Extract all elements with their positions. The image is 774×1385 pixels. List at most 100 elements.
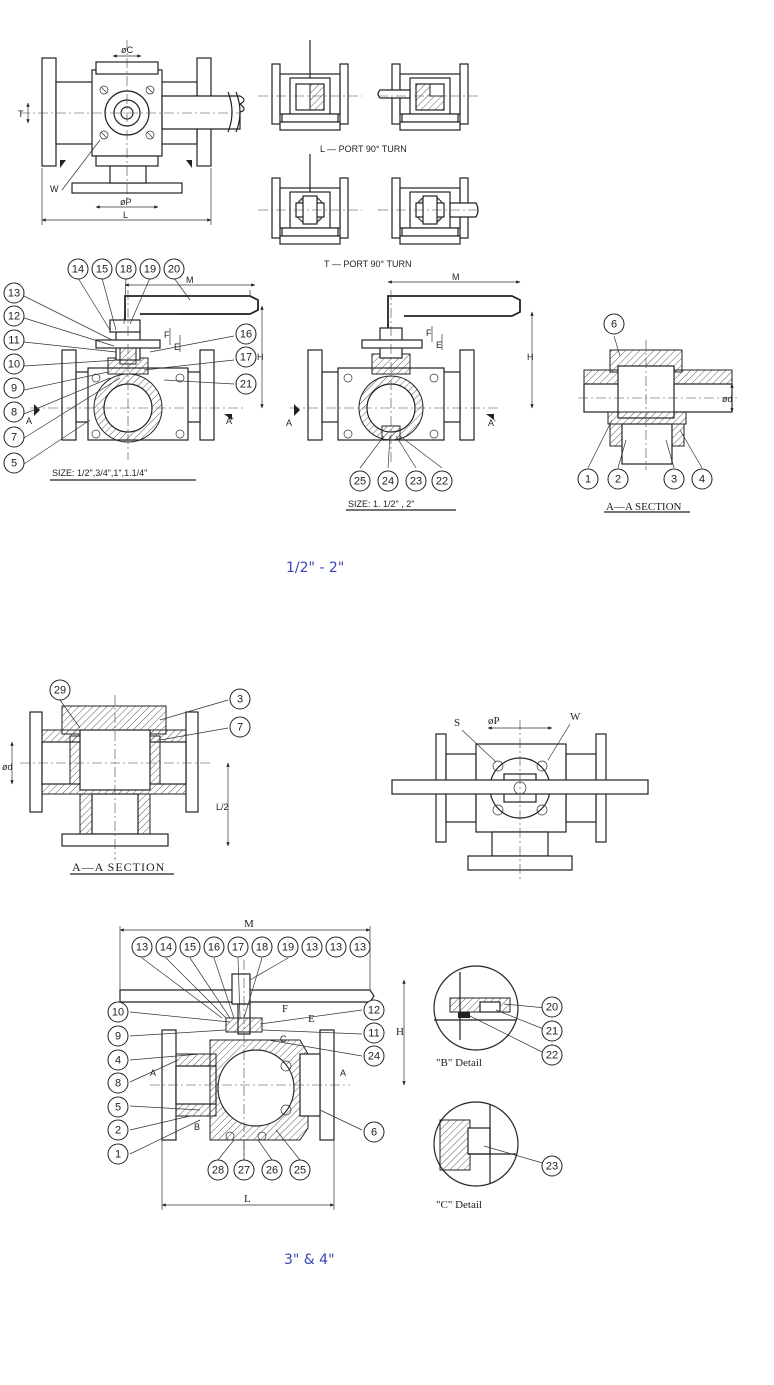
- port-turn-diagrams: L — PORT 90° TURN: [258, 40, 480, 269]
- svg-text:8: 8: [11, 407, 17, 419]
- part-callout-9: 9: [107, 1025, 129, 1047]
- part-callout-19: 19: [139, 258, 161, 280]
- dim-e-big: E: [308, 1013, 315, 1025]
- dim-c-big: C: [280, 1034, 287, 1044]
- svg-text:19: 19: [282, 942, 294, 954]
- part-callout-23: 23: [405, 470, 427, 492]
- svg-text:14: 14: [160, 942, 172, 954]
- part-callout-4: 4: [107, 1049, 129, 1071]
- svg-text:4: 4: [699, 474, 705, 486]
- part-callout-13: 13: [325, 936, 347, 958]
- part-callout-9: 9: [3, 377, 25, 399]
- svg-text:6: 6: [611, 319, 617, 331]
- part-callout-19: 19: [277, 936, 299, 958]
- dim-op: øP: [120, 197, 132, 207]
- part-callout-15: 15: [91, 258, 113, 280]
- part-callout-7: 7: [3, 426, 25, 448]
- part-callout-11: 11: [363, 1022, 385, 1044]
- aa-section-large-label: A—A SECTION: [72, 860, 165, 874]
- dim-oc: øC: [121, 45, 133, 55]
- part-callout-22: 22: [431, 470, 453, 492]
- part-callout-11: 11: [3, 329, 25, 351]
- svg-text:24: 24: [368, 1051, 380, 1063]
- svg-text:22: 22: [436, 476, 448, 488]
- dim-f-big: F: [282, 1003, 288, 1015]
- svg-text:19: 19: [144, 264, 156, 276]
- dim-e-large: E: [436, 340, 442, 350]
- svg-text:9: 9: [115, 1031, 121, 1043]
- part-callout-7: 7: [229, 716, 251, 738]
- svg-text:28: 28: [212, 1165, 224, 1177]
- svg-text:7: 7: [11, 432, 17, 444]
- leader-lines: [23, 277, 703, 1161]
- svg-text:1: 1: [585, 474, 591, 486]
- svg-text:4: 4: [115, 1055, 121, 1067]
- dim-od-big: ød: [2, 762, 13, 772]
- part-callout-2: 2: [107, 1119, 129, 1141]
- part-callout-15: 15: [179, 936, 201, 958]
- part-callout-8: 8: [3, 401, 25, 423]
- svg-text:16: 16: [240, 329, 252, 341]
- aa-section-large: ød L/2 A—A SECTION: [2, 695, 230, 875]
- svg-text:13: 13: [8, 288, 20, 300]
- dim-b-big: B: [194, 1122, 200, 1132]
- dim-l2-big: L/2: [216, 802, 229, 812]
- svg-text:24: 24: [382, 476, 394, 488]
- dim-w: W: [50, 184, 59, 194]
- aa-section-small: ød A—A SECTION: [578, 340, 740, 513]
- part-callout-10: 10: [107, 1001, 129, 1023]
- svg-text:8: 8: [115, 1078, 121, 1090]
- svg-text:21: 21: [240, 379, 252, 391]
- section-view-small-a: M H F E A A' SIZE: 1/2",3/4",1",1.1/4": [26, 275, 264, 481]
- dim-h-big: H: [396, 1026, 404, 1038]
- size-small-label: SIZE: 1/2",3/4",1",1.1/4": [52, 468, 147, 478]
- t-port-label: T — PORT 90° TURN: [324, 259, 411, 269]
- svg-text:9: 9: [11, 383, 17, 395]
- svg-text:6: 6: [371, 1127, 377, 1139]
- svg-text:25: 25: [294, 1165, 306, 1177]
- aa-section-small-label: A—A SECTION: [606, 501, 682, 513]
- svg-text:27: 27: [238, 1165, 250, 1177]
- part-callout-18: 18: [115, 258, 137, 280]
- svg-text:12: 12: [8, 311, 20, 323]
- c-detail: "C" Detail: [433, 1101, 547, 1211]
- range-large-label: 3" & 4": [284, 1252, 335, 1268]
- dim-op-big: øP: [488, 715, 500, 727]
- dim-h-small: H: [257, 352, 264, 362]
- svg-text:18: 18: [256, 942, 268, 954]
- svg-text:13: 13: [330, 942, 342, 954]
- l-port-label: L — PORT 90° TURN: [320, 144, 407, 154]
- part-callout-27: 27: [233, 1159, 255, 1181]
- svg-text:11: 11: [8, 335, 19, 347]
- svg-text:15: 15: [184, 942, 196, 954]
- svg-text:17: 17: [240, 352, 252, 364]
- part-callout-6: 6: [363, 1121, 385, 1143]
- svg-text:14: 14: [72, 264, 84, 276]
- dim-f-small: F: [164, 330, 170, 340]
- part-callout-29: 29: [49, 679, 71, 701]
- part-callout-10: 10: [3, 353, 25, 375]
- part-callout-16: 16: [203, 936, 225, 958]
- dim-a-prime-small: A': [226, 416, 234, 426]
- svg-text:23: 23: [546, 1161, 558, 1173]
- svg-text:3: 3: [671, 474, 677, 486]
- b-detail: "B" Detail: [433, 965, 547, 1069]
- b-detail-label: "B" Detail: [436, 1057, 482, 1069]
- part-callout-17: 17: [227, 936, 249, 958]
- part-callout-20: 20: [541, 996, 563, 1018]
- part-callout-8: 8: [107, 1072, 129, 1094]
- svg-text:13: 13: [136, 942, 148, 954]
- dim-l-big: L: [244, 1193, 251, 1205]
- dim-f-large: F: [426, 328, 432, 338]
- part-callout-12: 12: [363, 999, 385, 1021]
- svg-text:20: 20: [168, 264, 180, 276]
- dim-a-prime-large: A': [488, 418, 496, 428]
- part-callout-3: 3: [663, 468, 685, 490]
- dim-h-large: H: [527, 352, 534, 362]
- svg-text:11: 11: [368, 1028, 379, 1040]
- svg-text:12: 12: [368, 1005, 380, 1017]
- svg-text:20: 20: [546, 1002, 558, 1014]
- dim-t: T: [18, 109, 24, 119]
